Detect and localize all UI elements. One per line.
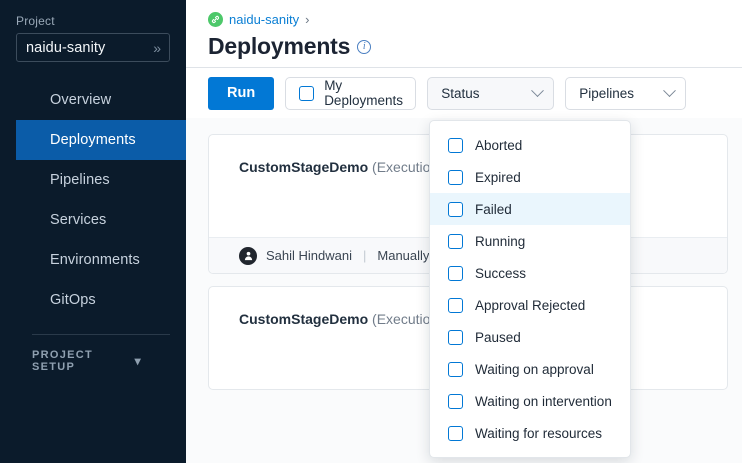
sidebar-item-services[interactable]: Services	[16, 200, 186, 240]
my-deployments-checkbox[interactable]	[299, 86, 314, 101]
status-option-running[interactable]: Running	[430, 225, 630, 257]
chevron-down-icon	[531, 84, 544, 97]
status-option-checkbox[interactable]	[448, 138, 463, 153]
status-filter-dropdown[interactable]: Status	[427, 77, 554, 110]
pipelines-filter-dropdown[interactable]: Pipelines	[565, 77, 686, 110]
status-option-approval-rejected[interactable]: Approval Rejected	[430, 289, 630, 321]
status-option-success[interactable]: Success	[430, 257, 630, 289]
toolbar: Run My Deployments Status Pipelines	[186, 68, 742, 118]
deployment-trigger: Manually	[377, 248, 429, 263]
status-option-checkbox[interactable]	[448, 394, 463, 409]
status-option-label: Waiting on intervention	[475, 394, 612, 409]
status-option-label: Expired	[475, 170, 521, 185]
status-option-label: Paused	[475, 330, 521, 345]
sidebar: Project naidu-sanity » Overview Deployme…	[0, 0, 186, 463]
sidebar-item-overview[interactable]: Overview	[16, 80, 186, 120]
main-content: naidu-sanity › Deployments i Run My Depl…	[186, 0, 742, 463]
sidebar-item-label: Pipelines	[50, 172, 110, 188]
my-deployments-filter[interactable]: My Deployments	[285, 77, 416, 110]
page-header: naidu-sanity › Deployments i	[186, 0, 742, 68]
sidebar-divider	[32, 334, 170, 335]
run-button[interactable]: Run	[208, 77, 274, 110]
sidebar-item-label: Services	[50, 212, 106, 228]
breadcrumb-project-link[interactable]: naidu-sanity	[229, 12, 299, 27]
title-row: Deployments i	[208, 33, 742, 60]
deployment-author: Sahil Hindwani	[266, 248, 352, 263]
status-option-checkbox[interactable]	[448, 298, 463, 313]
deployment-name: CustomStageDemo	[239, 311, 368, 327]
breadcrumb: naidu-sanity ›	[208, 9, 742, 29]
status-option-waiting-on-approval[interactable]: Waiting on approval	[430, 353, 630, 385]
pipelines-filter-label: Pipelines	[579, 86, 634, 101]
status-option-label: Waiting on approval	[475, 362, 594, 377]
status-option-checkbox[interactable]	[448, 426, 463, 441]
double-chevron-right-icon: »	[153, 41, 161, 55]
sidebar-item-label: Environments	[50, 252, 140, 268]
status-option-label: Failed	[475, 202, 512, 217]
footer-separator: |	[363, 248, 366, 263]
status-option-label: Waiting for resources	[475, 426, 602, 441]
sidebar-item-label: Overview	[50, 92, 111, 108]
sidebar-nav: Overview Deployments Pipelines Services …	[0, 80, 186, 320]
status-option-checkbox[interactable]	[448, 266, 463, 281]
project-link-icon	[208, 12, 223, 27]
status-option-label: Aborted	[475, 138, 522, 153]
chevron-down-icon: ▾	[135, 354, 142, 368]
sidebar-item-environments[interactable]: Environments	[16, 240, 186, 280]
project-setup-label: PROJECT SETUP	[32, 349, 135, 373]
sidebar-item-label: GitOps	[50, 292, 96, 308]
status-option-aborted[interactable]: Aborted	[430, 129, 630, 161]
status-option-waiting-for-resources[interactable]: Waiting for resources	[430, 417, 630, 449]
status-option-checkbox[interactable]	[448, 362, 463, 377]
project-selector[interactable]: naidu-sanity »	[16, 33, 170, 62]
status-option-label: Running	[475, 234, 525, 249]
project-label: Project	[0, 14, 186, 33]
breadcrumb-separator: ›	[305, 12, 309, 27]
status-option-failed[interactable]: Failed	[430, 193, 630, 225]
status-option-paused[interactable]: Paused	[430, 321, 630, 353]
page-title: Deployments	[208, 33, 350, 60]
sidebar-item-deployments[interactable]: Deployments	[16, 120, 186, 160]
chevron-down-icon	[663, 84, 676, 97]
user-avatar-icon	[239, 247, 257, 265]
status-option-label: Approval Rejected	[475, 298, 585, 313]
info-icon[interactable]: i	[357, 40, 371, 54]
project-setup-toggle[interactable]: PROJECT SETUP ▾	[32, 349, 170, 373]
status-option-checkbox[interactable]	[448, 202, 463, 217]
status-option-checkbox[interactable]	[448, 234, 463, 249]
my-deployments-label: My Deployments	[324, 78, 403, 108]
status-option-checkbox[interactable]	[448, 330, 463, 345]
status-filter-label: Status	[441, 86, 479, 101]
project-name: naidu-sanity	[26, 40, 105, 56]
status-option-waiting-on-intervention[interactable]: Waiting on intervention	[430, 385, 630, 417]
sidebar-item-pipelines[interactable]: Pipelines	[16, 160, 186, 200]
deployment-name: CustomStageDemo	[239, 159, 368, 175]
status-option-label: Success	[475, 266, 526, 281]
sidebar-item-gitops[interactable]: GitOps	[16, 280, 186, 320]
status-dropdown-panel[interactable]: Aborted Expired Failed Running Success A…	[429, 120, 631, 458]
status-option-expired[interactable]: Expired	[430, 161, 630, 193]
status-option-checkbox[interactable]	[448, 170, 463, 185]
sidebar-item-label: Deployments	[50, 132, 136, 148]
